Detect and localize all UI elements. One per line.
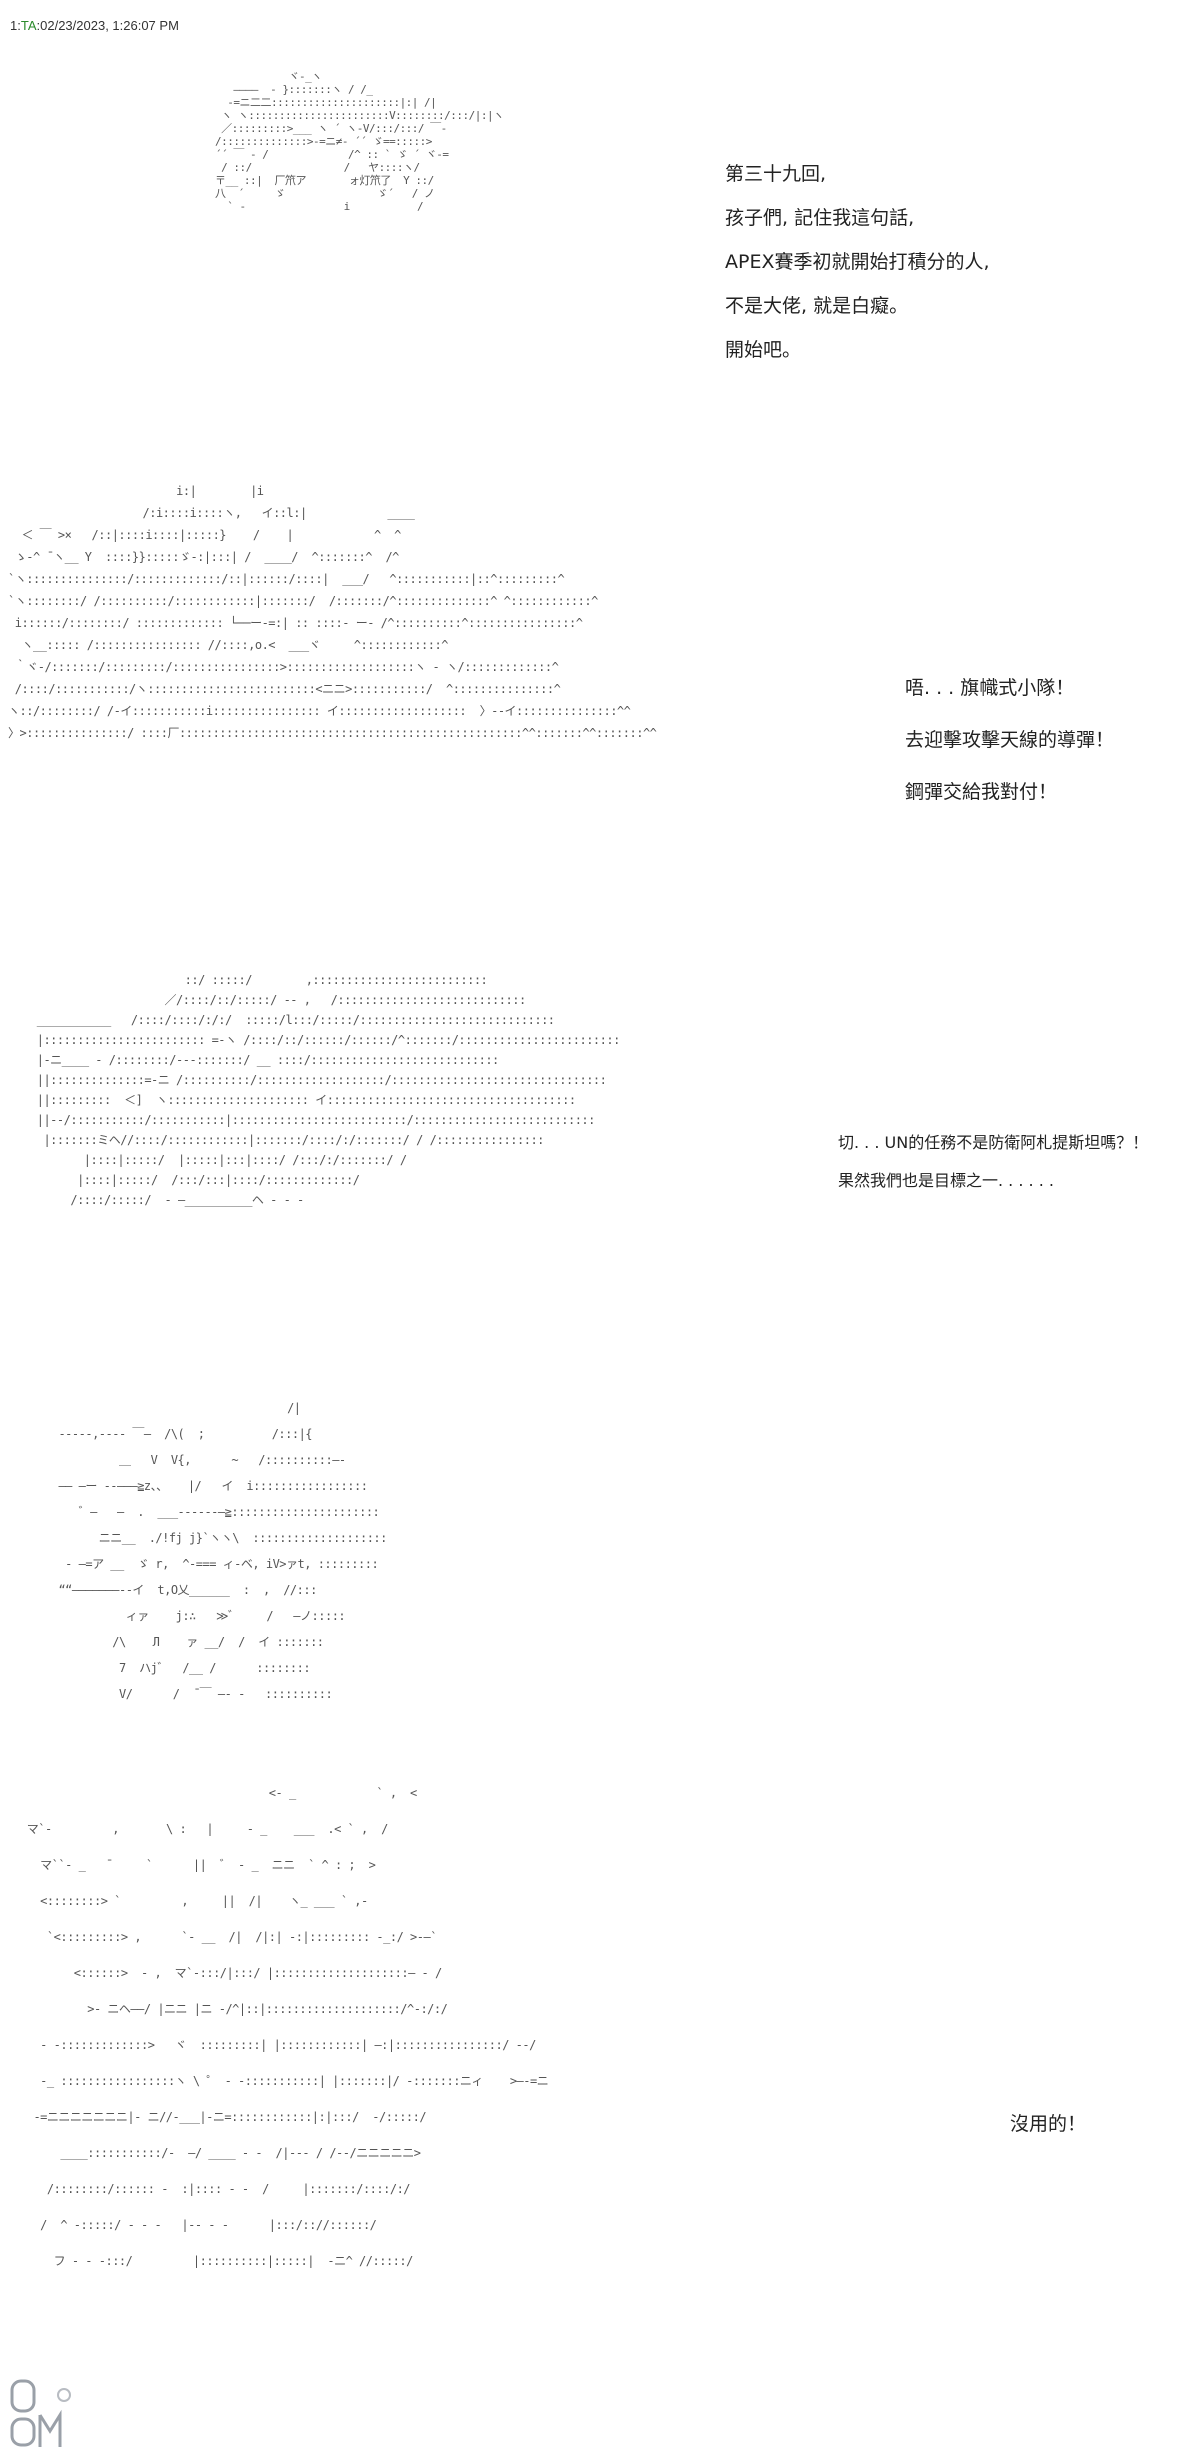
dialogue-block: 第三十九回, 孩子們, 記住我這句話, APEX賽季初就開始打積分的人, 不是大… <box>725 158 990 366</box>
poster-name[interactable]: TA <box>20 18 37 33</box>
dialogue-line: 沒用的！ <box>1010 2113 1087 2135</box>
dmzj-watermark-logo <box>10 2379 71 2447</box>
dialogue-line: 去迎擊攻擊天線的導彈！ <box>905 729 1115 751</box>
post-header: 1:TA:02/23/2023, 1:26:07 PM <box>10 18 179 33</box>
ascii-art-mobile-suits: i:| |i /:i::::i::::ヽ, イ::l:| ____ ＜ ￣ >×… <box>8 484 657 740</box>
dialogue-block: 沒用的！ <box>1010 2108 1086 2140</box>
dialogue-line: 孩子們, 記住我這句話, <box>725 207 915 229</box>
dialogue-line: 切. . . UN的任務不是防衛阿札提斯坦嗎？！ <box>838 1133 1149 1152</box>
dialogue-block: 唔. . . 旗幟式小隊！ 去迎擊攻擊天線的導彈！ 鋼彈交給我對付！ <box>905 672 1114 808</box>
dialogue-line: 開始吧。 <box>725 339 802 361</box>
dialogue-line: 不是大佬, 就是白癡。 <box>725 295 909 317</box>
dialogue-block: 切. . . UN的任務不是防衛阿札提斯坦嗎？！ 果然我們也是目標之一. . .… <box>838 1128 1148 1196</box>
panel-5: <‐ _ ` , < マ`‐ , \ : | ‐ _ ___ .< ` , / … <box>0 1770 1200 2460</box>
ascii-art-explosion: /| -----,---- ￣― /\( ; /:::|{ ＿ V V{, ~ … <box>45 1401 387 1701</box>
panel-2: i:| |i /:i::::i::::ヽ, イ::l:| ____ ＜ ￣ >×… <box>0 470 1200 930</box>
panel-1: ヾ‐_ヽ ―――― ‐ }:::::::ヽ / /_ ‐=ニ二二::::::::… <box>0 40 1200 430</box>
panel-4: /| -----,---- ￣― /\( ; /:::|{ ＿ V V{, ~ … <box>0 1380 1200 1760</box>
post-timestamp: :02/23/2023, 1:26:07 PM <box>36 18 179 33</box>
ascii-art-winged-suit: <‐ _ ` , < マ`‐ , \ : | ‐ _ ___ .< ` , / … <box>20 1786 549 2268</box>
post-separator: : <box>17 18 21 33</box>
dialogue-line: APEX賽季初就開始打積分的人, <box>725 251 990 273</box>
dialogue-line: 唔. . . 旗幟式小隊！ <box>905 677 1075 699</box>
ascii-art-cannon-suit: ::/ :::::/ ,:::::::::::::::::::::::::: ／… <box>30 973 621 1207</box>
post-number: 1 <box>10 18 18 33</box>
dialogue-line: 第三十九回, <box>725 163 827 185</box>
ascii-art-face: ヾ‐_ヽ ―――― ‐ }:::::::ヽ / /_ ‐=ニ二二::::::::… <box>215 70 504 213</box>
dialogue-line: 果然我們也是目標之一. . . . . . <box>838 1171 1054 1190</box>
panel-3: ::/ :::::/ ,:::::::::::::::::::::::::: ／… <box>0 960 1200 1360</box>
dialogue-line: 鋼彈交給我對付！ <box>905 781 1058 803</box>
